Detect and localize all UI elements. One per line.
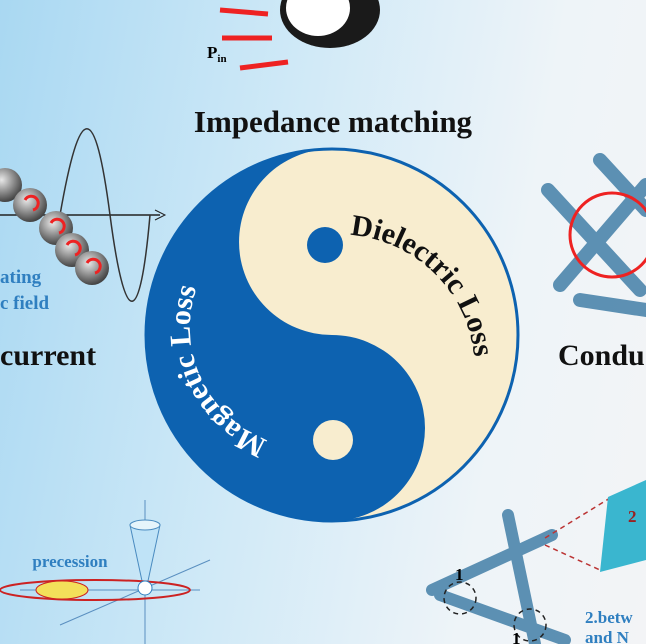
eddy-current-title: current — [0, 339, 96, 372]
field-label-line1: ating — [0, 267, 42, 288]
impedance-matching-title: Impedance matching — [194, 104, 473, 139]
surface-mesh — [600, 480, 646, 572]
rotating-spheres-illustration — [0, 128, 167, 302]
precession-label: precession — [32, 552, 108, 571]
nanofiber-junction-illustration — [426, 509, 571, 644]
blue-dot — [307, 227, 343, 263]
field-label-line2: c field — [0, 293, 50, 314]
conduction-network-illustration — [541, 153, 646, 317]
interface-mark-2: 2 — [628, 507, 637, 526]
precession-illustration — [0, 500, 211, 644]
cream-dot — [313, 420, 353, 460]
current-loop-arrow — [568, 191, 646, 279]
between-label-line2: and N — [585, 628, 630, 644]
junction-mark-1a: 1 — [455, 565, 464, 584]
pin-label: Pin — [207, 43, 227, 65]
yin-yang-symbol — [144, 147, 520, 523]
between-label-line1: 2.betw — [585, 608, 633, 627]
conduction-title: Condu — [558, 339, 645, 372]
impedance-ring-illustration — [219, 0, 380, 71]
junction-mark-1b: 1 — [512, 629, 521, 644]
